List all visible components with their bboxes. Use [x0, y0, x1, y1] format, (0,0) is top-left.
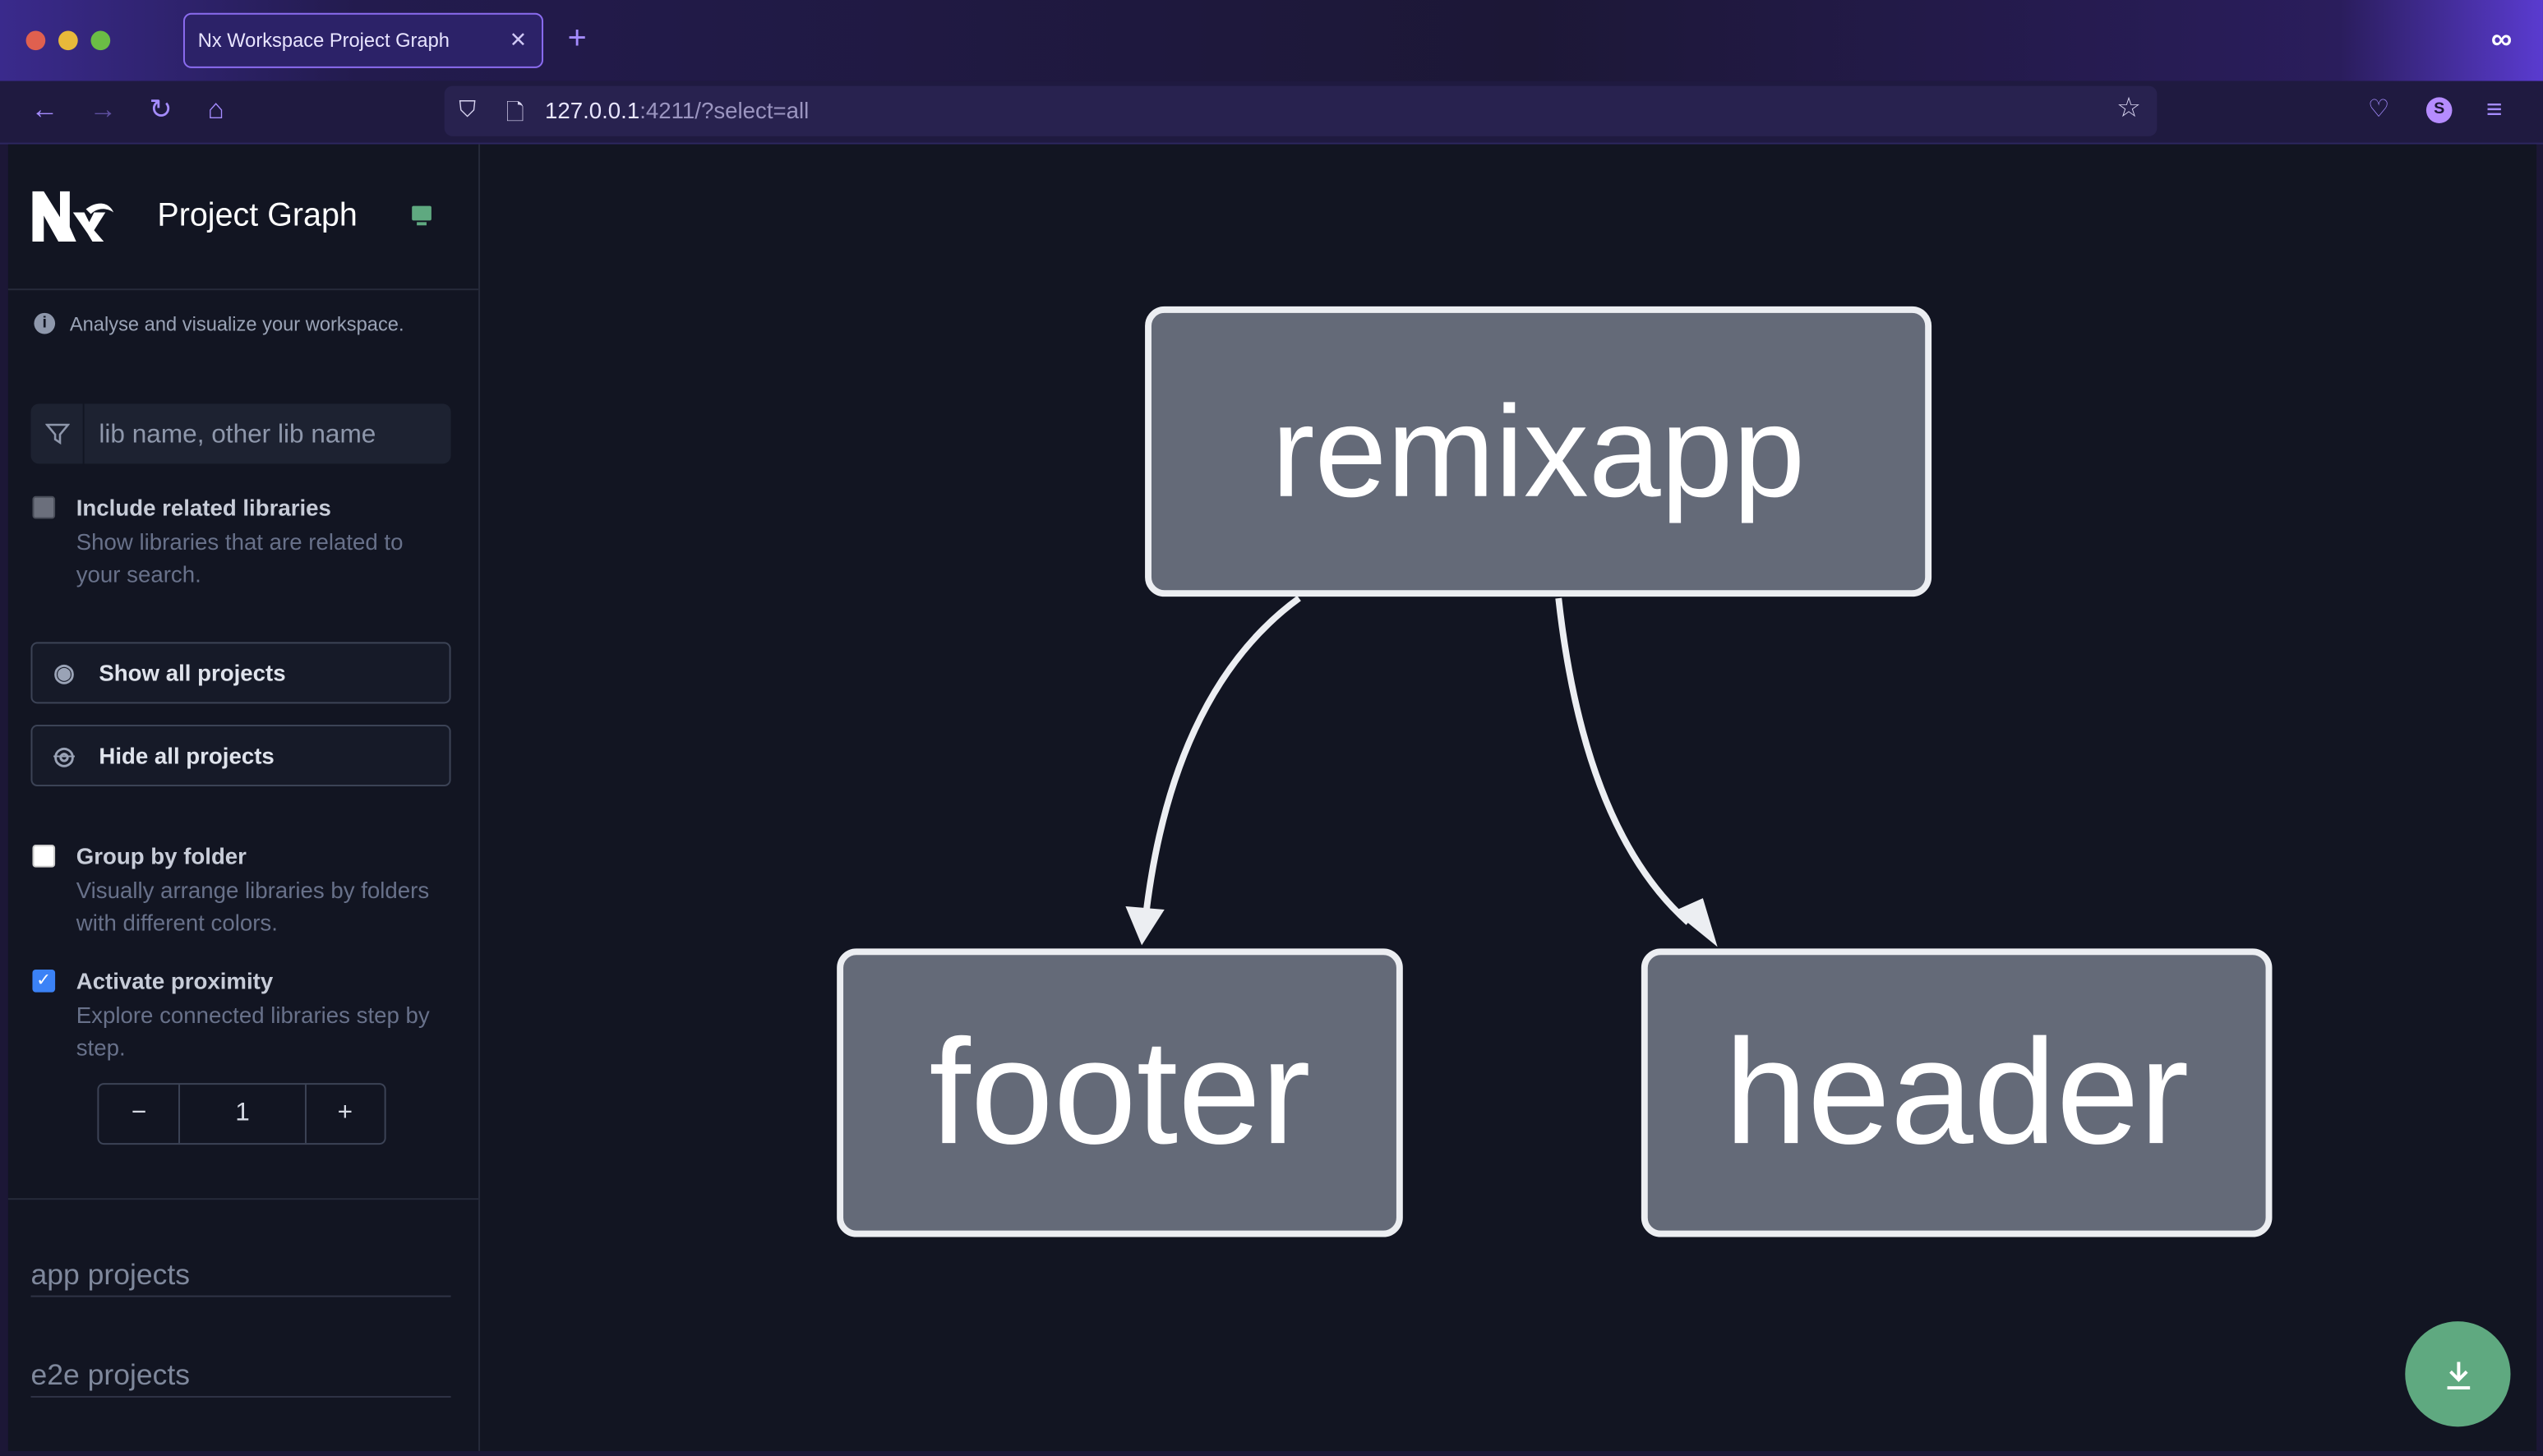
edge-arrowhead: [1673, 898, 1718, 947]
pocket-icon[interactable]: ♡: [2367, 95, 2390, 123]
account-avatar-icon[interactable]: S: [2425, 97, 2453, 123]
reload-button[interactable]: ↻: [149, 94, 173, 125]
group-by-folder-description: Visually arrange libraries by folders wi…: [76, 877, 430, 936]
app-title: Project Graph: [157, 197, 358, 234]
node-footer[interactable]: footer: [837, 948, 1403, 1237]
home-button[interactable]: ⌂: [207, 94, 224, 125]
group-by-folder-label: Group by folder: [76, 843, 247, 869]
graph-edges: [1125, 595, 1718, 947]
node-remixapp[interactable]: remixapp: [1145, 306, 1932, 597]
search-field[interactable]: [30, 403, 451, 468]
tab-title: Nx Workspace Project Graph: [197, 29, 450, 53]
menu-icon[interactable]: ≡: [2485, 94, 2503, 125]
eye-icon: ◉: [53, 660, 75, 688]
section-e2e-projects[interactable]: e2e projects: [30, 1359, 451, 1398]
show-all-label: Show all projects: [99, 660, 286, 686]
group-by-folder-checkbox[interactable]: [32, 845, 56, 868]
page-icon: 🗋: [505, 99, 524, 125]
hide-all-projects-button[interactable]: ◎ Hide all projects: [30, 725, 451, 787]
proximity-value[interactable]: 1: [181, 1085, 307, 1144]
nx-logo: [32, 191, 114, 242]
include-related-checkbox[interactable]: [32, 495, 56, 519]
desktop-icon[interactable]: [410, 205, 433, 228]
close-tab-icon[interactable]: ✕: [509, 27, 528, 53]
proximity-stepper: − 1 +: [97, 1083, 386, 1145]
divider: [7, 288, 479, 291]
edge-arrowhead: [1125, 906, 1165, 946]
graph-canvas[interactable]: remixapp footer header: [480, 144, 2537, 1452]
section-app-projects[interactable]: app projects: [30, 1258, 451, 1297]
minimize-window-button[interactable]: [58, 30, 78, 51]
show-all-projects-button[interactable]: ◉ Show all projects: [30, 642, 451, 704]
edge-remixapp-header: [1555, 597, 1691, 925]
forward-button[interactable]: →: [89, 94, 118, 125]
activate-proximity-checkbox[interactable]: ✓: [32, 969, 56, 993]
url-path: :4211/?select=all: [639, 97, 810, 123]
maximize-window-button[interactable]: [90, 30, 111, 51]
bookmark-star-icon[interactable]: ☆: [2116, 92, 2142, 123]
increment-button[interactable]: +: [337, 1099, 353, 1127]
private-browsing-icon: ∞: [2490, 22, 2513, 56]
title-bar: Nx Workspace Project Graph ✕ + ∞: [0, 0, 2543, 81]
edge-remixapp-footer: [1142, 595, 1301, 924]
eye-off-icon: ◎: [53, 742, 75, 771]
divider: [7, 1198, 479, 1200]
node-header[interactable]: header: [1641, 948, 2273, 1237]
include-related-description: Show libraries that are related to your …: [76, 528, 404, 587]
include-related-label: Include related libraries: [76, 494, 331, 521]
close-window-button[interactable]: [25, 30, 46, 51]
info-text: Analyse and visualize your workspace.: [69, 312, 404, 336]
activate-proximity-label: Activate proximity: [76, 968, 274, 994]
filter-icon: [45, 423, 70, 445]
search-input[interactable]: [95, 403, 443, 468]
hide-all-label: Hide all projects: [99, 742, 275, 769]
new-tab-button[interactable]: +: [567, 21, 587, 58]
url-host: 127.0.0.1: [544, 97, 640, 123]
browser-tab[interactable]: Nx Workspace Project Graph ✕: [182, 12, 544, 68]
address-bar[interactable]: ⛉ 🗋 127.0.0.1:4211/?select=all ☆: [444, 85, 2158, 136]
info-icon: i: [34, 312, 56, 334]
activate-proximity-description: Explore connected libraries step by step…: [76, 1002, 430, 1061]
shield-icon[interactable]: ⛉: [459, 95, 477, 122]
download-icon: [2446, 1361, 2470, 1389]
back-button[interactable]: ←: [30, 94, 59, 125]
download-button[interactable]: [2405, 1321, 2511, 1427]
sidebar: Project Graph i Analyse and visualize yo…: [7, 144, 481, 1452]
decrement-button[interactable]: −: [99, 1085, 181, 1144]
